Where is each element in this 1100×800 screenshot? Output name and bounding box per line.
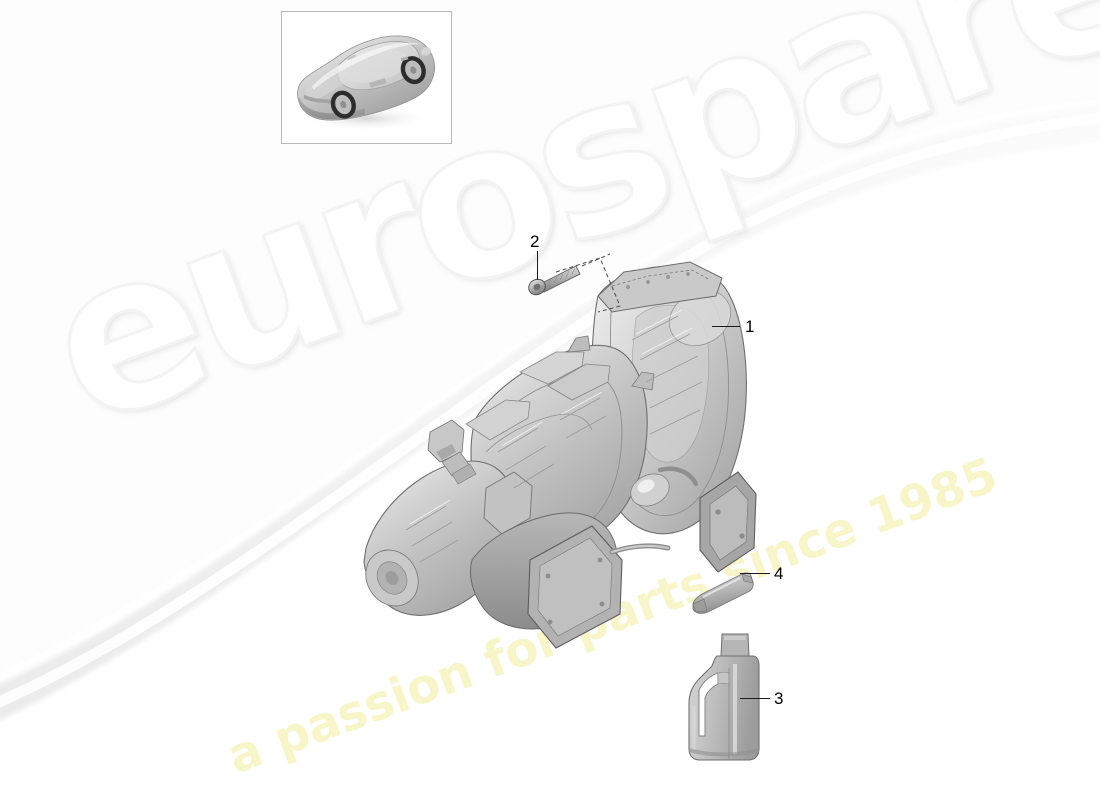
bolt-threads (547, 267, 576, 287)
gearbox-breather-boss (631, 371, 655, 391)
oil-bottle-base-shadow (689, 748, 759, 757)
gearbox-rear-cover-inner (537, 537, 613, 637)
callout-number-1[interactable]: 1 (745, 317, 755, 336)
gearbox-output-shaft (385, 570, 399, 586)
assembly-dashed-line-branch (581, 253, 611, 267)
gearbox-mid-boss (483, 471, 533, 535)
sealant-tube-nozzle (741, 573, 754, 584)
sealant-tube-crimp (692, 598, 708, 613)
bracket-hole (715, 509, 721, 515)
cover-bolt (597, 557, 603, 563)
flange-hole (665, 274, 671, 280)
callout-number-4[interactable]: 4 (774, 564, 784, 583)
gearbox-oil-line-highlight (610, 544, 670, 554)
vehicle-front-wheel (400, 56, 426, 85)
gearbox-vent-line (657, 466, 699, 487)
gearbox-boss-highlight (637, 479, 655, 493)
gearbox-sensor-cap (451, 463, 477, 485)
assembly-dashed-line (555, 257, 621, 313)
gearbox-case-rib-b (485, 413, 593, 453)
vehicle-rear-wheel (330, 90, 356, 119)
gearbox-flange-bolt-line (611, 269, 711, 287)
gearbox-top-flange (597, 261, 723, 313)
gearbox-upper-rib-1 (519, 351, 585, 385)
gearbox-upper-rib-3 (465, 399, 531, 441)
gearbox-detail-lines (405, 315, 703, 563)
vehicle-side-crease (365, 86, 392, 98)
flange-hole (685, 271, 691, 277)
leader-line-2 (537, 251, 538, 280)
vehicle-side-intake (368, 77, 387, 88)
cover-bolt (547, 619, 553, 625)
sealant-tube-graphic (692, 572, 754, 614)
flange-hole (645, 279, 651, 285)
mounting-bolt-graphic (528, 265, 581, 296)
gearbox-assembly-graphic (363, 261, 757, 649)
leader-line-4 (740, 573, 770, 574)
bolt-hex-socket (533, 283, 541, 291)
oil-bottle-handle-top (717, 671, 730, 685)
oil-bottle-cap-ridge (724, 636, 746, 640)
sealant-tube-highlight (702, 577, 741, 598)
callout-number-3[interactable]: 3 (774, 689, 784, 708)
gearbox-upper-rib-2 (547, 363, 611, 401)
gearbox-selector-stub (567, 335, 591, 353)
cover-bolt (599, 601, 605, 607)
vehicle-mirror (400, 56, 409, 62)
vehicle-thumbnail (281, 11, 452, 144)
leader-line-3 (740, 698, 770, 699)
cover-bolt (545, 573, 551, 579)
leader-line-1 (712, 326, 740, 327)
callout-number-2[interactable]: 2 (530, 232, 540, 251)
gear-oil-bottle-graphic (688, 633, 760, 761)
vehicle-illustration-svg (297, 35, 436, 132)
gearbox-highlight-lines (409, 309, 693, 525)
gearbox-case-rib-a (497, 373, 623, 527)
vehicle-headlight (420, 47, 432, 56)
gearbox-switch-face (436, 444, 456, 460)
flange-hole (625, 284, 631, 290)
bracket-hole (739, 533, 745, 539)
gearbox-mount-bracket-inner (709, 485, 749, 561)
vehicle-roof-rail (347, 54, 357, 61)
